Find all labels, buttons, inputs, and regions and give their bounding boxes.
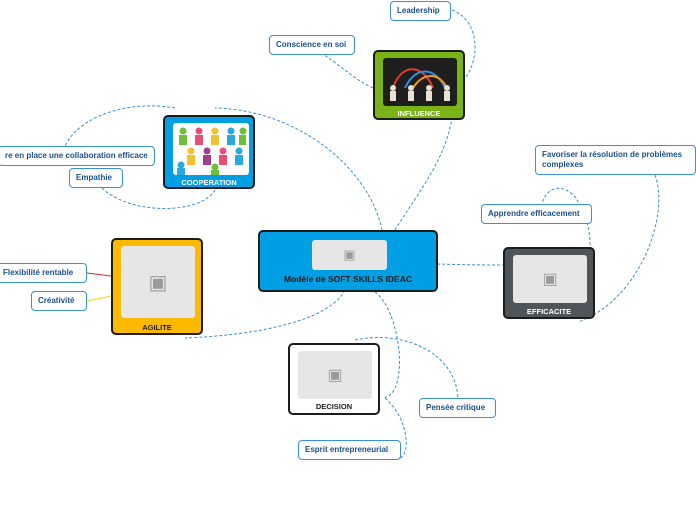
leaf-apprendre[interactable]: Apprendre efficacement	[481, 204, 592, 224]
network-people-icon	[390, 68, 450, 101]
leaf-flexibilite[interactable]: Flexibilité rentable	[0, 263, 87, 283]
leaf-creativite[interactable]: Créativité	[31, 291, 87, 311]
branch-efficacite[interactable]: ▣ EFFICACITE	[503, 247, 595, 319]
camera-placeholder-icon: ▣	[327, 367, 343, 384]
branch-influence[interactable]: INFLUENCE	[373, 50, 465, 120]
cooperation-image	[173, 123, 249, 175]
decision-label: DECISION	[315, 402, 353, 411]
camera-placeholder-icon: ▣	[148, 271, 168, 294]
leaf-resolution[interactable]: Favoriser la résolution de problèmes com…	[535, 145, 696, 175]
central-topic[interactable]: ▣ Modèle de SOFT SKILLS IDEAC	[258, 230, 438, 292]
decision-image-placeholder: ▣	[298, 351, 372, 399]
leaf-conscience[interactable]: Conscience en soi	[269, 35, 355, 55]
leaf-leadership[interactable]: Leadership	[390, 1, 451, 21]
camera-placeholder-icon: ▣	[343, 247, 356, 262]
leaf-pensee[interactable]: Pensée critique	[419, 398, 496, 418]
leaf-esprit[interactable]: Esprit entrepreneurial	[298, 440, 401, 460]
branch-cooperation[interactable]: COOPERATION	[163, 115, 255, 189]
efficacite-label: EFFICACITE	[526, 307, 572, 316]
influence-label: INFLUENCE	[397, 109, 441, 118]
cooperation-label: COOPERATION	[181, 178, 237, 187]
agilite-label: AGILITE	[142, 323, 172, 332]
branch-decision[interactable]: ▣ DECISION	[288, 343, 380, 415]
camera-placeholder-icon: ▣	[542, 271, 558, 288]
efficacite-image-placeholder: ▣	[513, 255, 587, 303]
leaf-empathie[interactable]: Empathie	[69, 168, 123, 188]
influence-image	[383, 58, 457, 106]
central-topic-label: Modèle de SOFT SKILLS IDEAC	[284, 274, 412, 284]
leaf-collaboration[interactable]: re en place une collaboration efficace	[0, 146, 155, 166]
center-image-placeholder: ▣	[312, 240, 387, 270]
team-people-icon	[177, 127, 247, 175]
agilite-image-placeholder: ▣	[121, 246, 195, 318]
branch-agilite[interactable]: ▣ AGILITE	[111, 238, 203, 335]
